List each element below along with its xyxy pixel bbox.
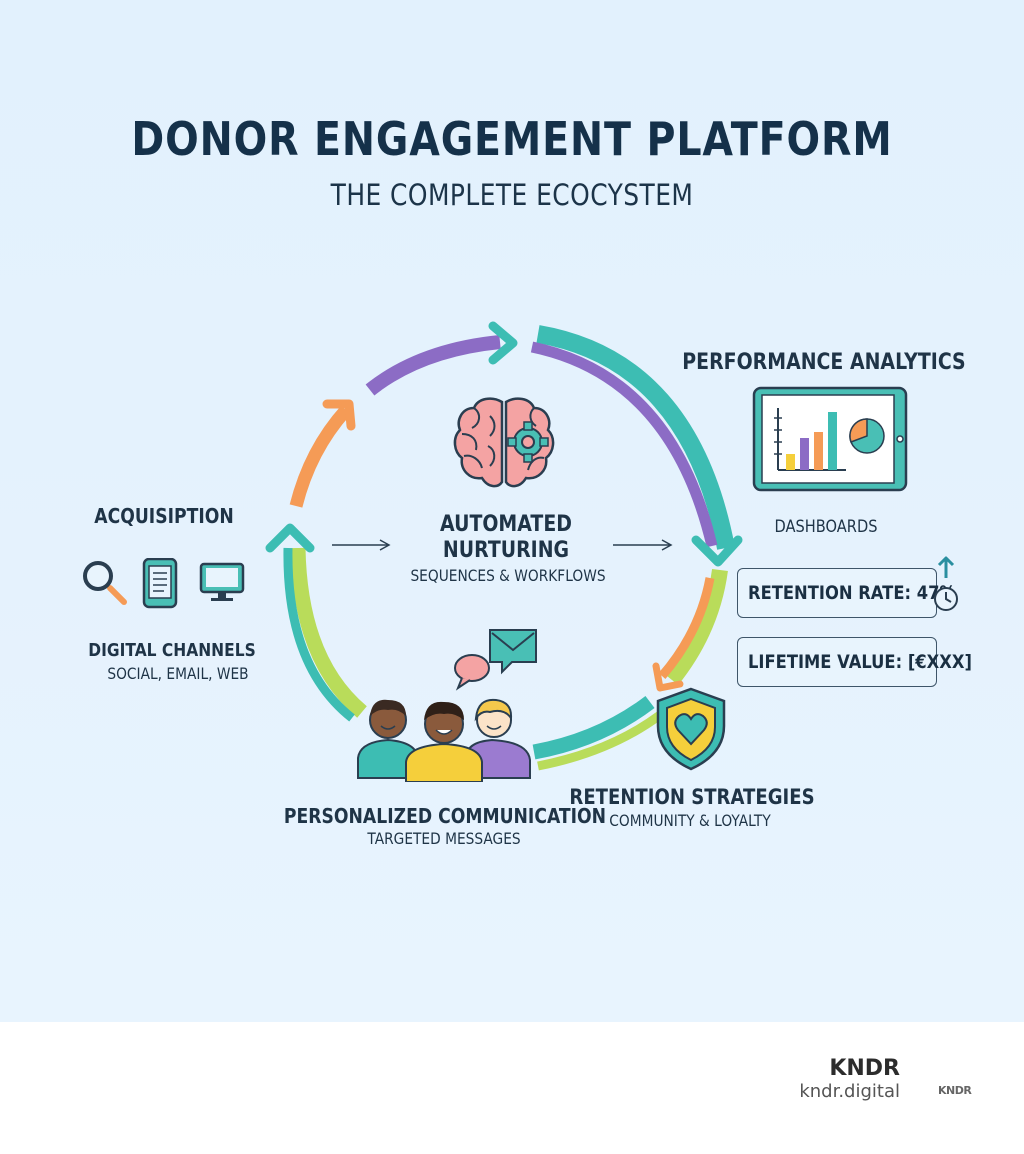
cycle-arrowhead-left: [265, 523, 315, 553]
gear-icon: [507, 421, 549, 463]
page-subtitle: THE COMPLETE ECOCYSTEM: [330, 178, 694, 212]
dashboards-label: DASHBOARDS: [774, 517, 878, 537]
brand-url[interactable]: kndr.digital: [799, 1081, 900, 1102]
trend-up-clock-icon: [934, 556, 958, 611]
bar-chart-icon: [774, 408, 846, 471]
brand-name: KNDR: [829, 1056, 900, 1081]
communication-title: PERSONALIZED COMMUNICATION: [283, 804, 607, 828]
retention-title: RETENTION STRATEGIES: [569, 785, 815, 809]
brain-gear-icon: [453, 397, 555, 488]
brand-logo-mark: KNDR: [938, 1084, 972, 1097]
nurturing-title-line2: NURTURING: [442, 538, 570, 563]
speech-bubble-icon: [454, 654, 490, 691]
cycle-arrowhead-right: [691, 535, 743, 567]
cycle-ring: [265, 321, 743, 771]
cycle-arc-teal-left: [283, 547, 355, 722]
digital-channels-subtitle: SOCIAL, EMAIL, WEB: [107, 664, 249, 683]
cycle-arc-teal-right: [536, 325, 735, 550]
heart-shield-icon: [656, 687, 726, 771]
magnifier-icon: [83, 561, 127, 605]
dashboard-tablet-icon: [752, 386, 908, 492]
nurturing-subtitle: SEQUENCES & WORKFLOWS: [410, 566, 606, 585]
acquisition-title: ACQUISIPTION: [94, 504, 234, 528]
person-center-icon: [405, 701, 483, 782]
person-left-icon: [357, 699, 419, 779]
cycle-arc-lime-right: [665, 568, 728, 685]
digital-channels-title: DIGITAL CHANNELS: [88, 640, 256, 661]
cycle-arc-lime-left: [290, 547, 367, 718]
cycle-arc-orange-left: [289, 405, 351, 508]
nurturing-title-line1: AUTOMATED: [440, 512, 572, 537]
person-right-icon: [465, 698, 531, 779]
diagram-canvas: DONOR ENGAGEMENT PLATFORM THE COMPLETE E…: [0, 0, 1024, 1022]
arrow-up-icon: [937, 556, 955, 578]
tablet-icon: [142, 558, 178, 609]
monitor-icon: [199, 562, 245, 601]
cycle-arc-orange-right: [658, 577, 715, 679]
footer: KNDR kndr.digital KNDR: [0, 1022, 1024, 1154]
cycle-arc-lime-bottom: [537, 711, 663, 771]
people-chat-icon: [357, 629, 537, 782]
cycle-arrowhead-orange-right: [652, 662, 684, 692]
pie-chart-icon: [849, 418, 885, 454]
analytics-title: PERFORMANCE ANALYTICS: [682, 350, 966, 375]
communication-subtitle: TARGETED MESSAGES: [367, 829, 521, 848]
clock-icon: [934, 587, 958, 611]
cycle-arc-teal-bottom: [532, 696, 655, 760]
retention-rate-metric: RETENTION RATE: 47%: [737, 568, 956, 618]
cycle-arrowhead-top: [488, 321, 518, 365]
retention-subtitle: COMMUNITY & LOYALTY: [609, 811, 771, 830]
connector-arrow-right: [613, 539, 673, 551]
connector-arrow-left: [332, 539, 391, 551]
cycle-arrowhead-orange: [322, 399, 356, 431]
cycle-arc-purple-right: [530, 341, 718, 548]
acquisition-icons: [83, 558, 245, 609]
lifetime-value-metric: LIFETIME VALUE: [€XXX]: [737, 637, 972, 687]
cycle-arc-purple-top: [365, 335, 501, 396]
envelope-chat-icon: [489, 629, 537, 675]
page-title: DONOR ENGAGEMENT PLATFORM: [131, 112, 893, 166]
